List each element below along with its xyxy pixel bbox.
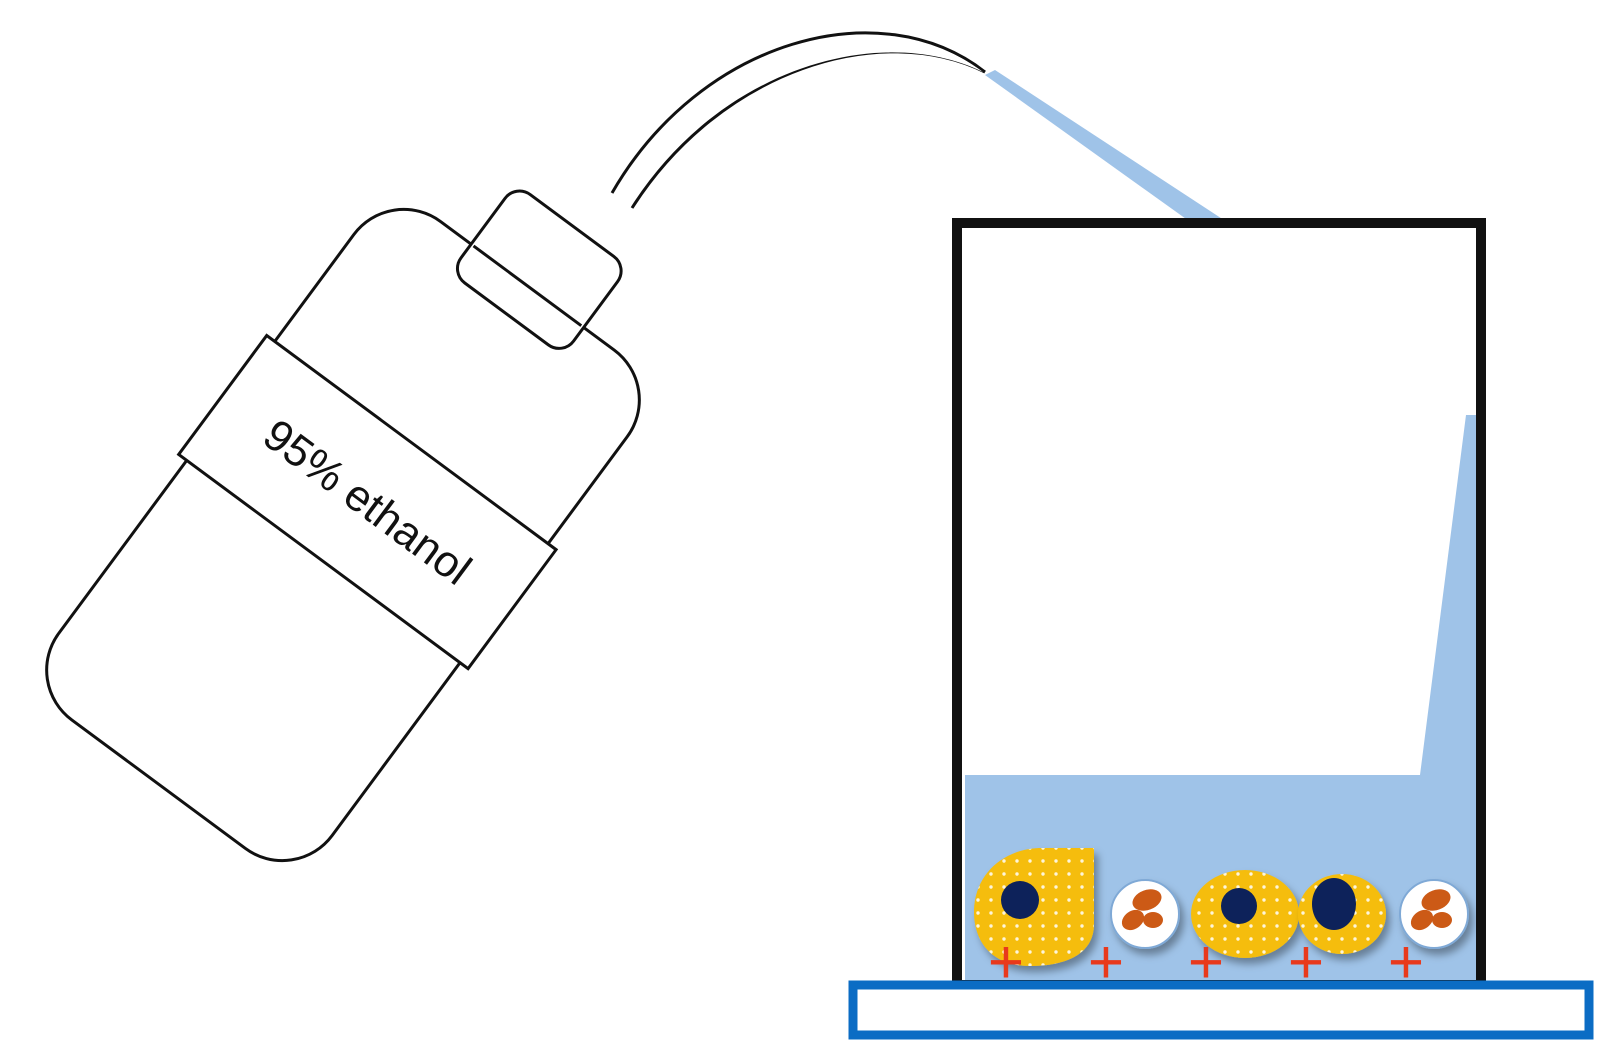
cell-nucleus [1001,881,1039,919]
leukocyte-body [1399,879,1469,949]
leukocyte-lobe [1421,889,1451,911]
nozzle-tube-fill [614,35,983,206]
tumor-cell [1191,870,1299,958]
tumor-cell [1298,874,1386,954]
glass-slide [848,980,1594,1040]
leukocyte-lobe [1410,909,1434,931]
nozzle-tube [610,31,986,194]
wash-bottle: 95% ethanol [45,31,986,863]
cell-nucleus [1221,888,1257,924]
tumor-cell [974,848,1094,966]
leukocyte-lobe [1132,889,1162,911]
leukocyte [1399,879,1469,949]
leukocyte-body [1110,879,1180,949]
cell-nucleus [1312,878,1356,930]
leukocyte [1110,879,1180,949]
bottle-label-box [176,333,559,671]
cell-layer [974,848,1469,966]
bottle-cap [455,189,623,350]
leukocyte-lobe [1121,909,1145,931]
leukocyte-lobe [1432,912,1452,928]
ethanol-pool [965,415,1476,980]
leukocyte-lobe [1143,912,1163,928]
